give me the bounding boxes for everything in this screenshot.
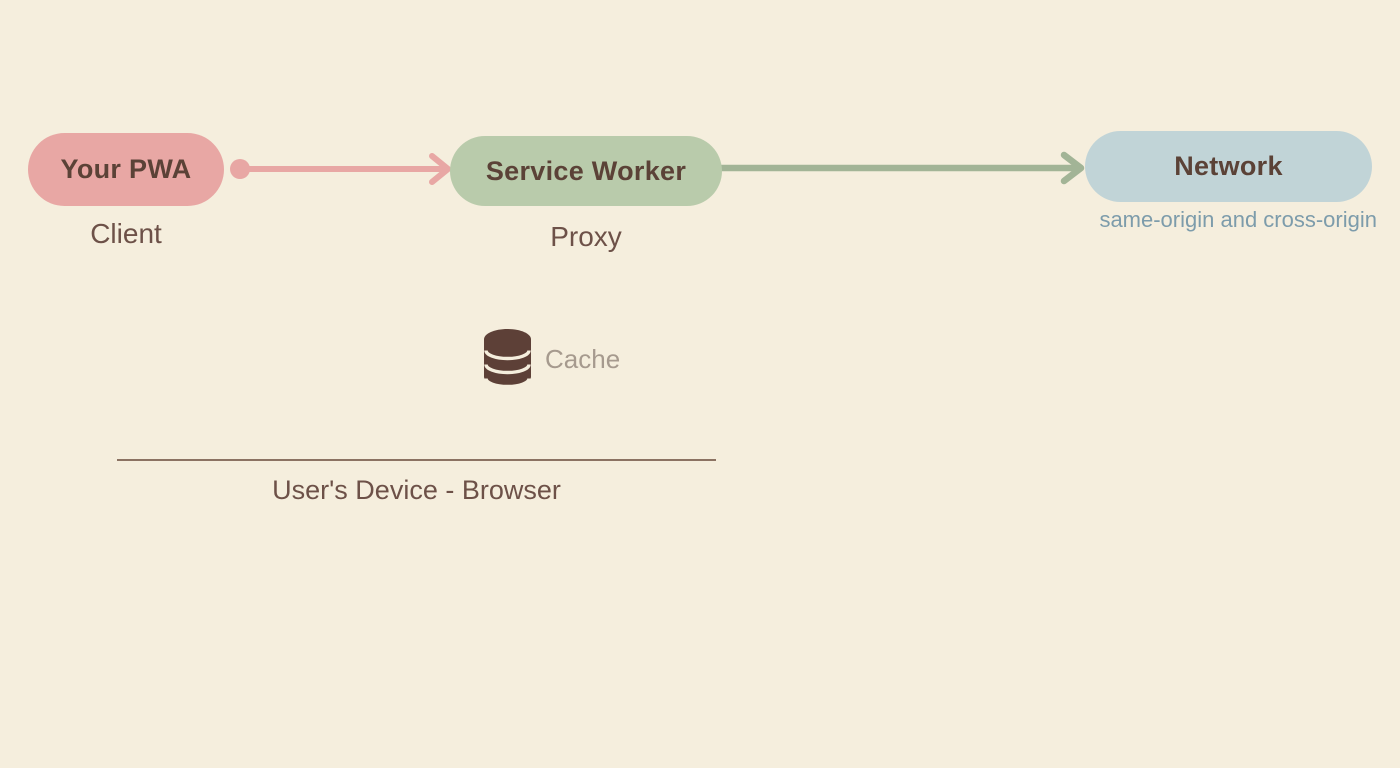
node-network-label: Network: [1174, 151, 1283, 181]
cache-label: Cache: [545, 344, 621, 374]
node-your-pwa-label: Your PWA: [60, 154, 192, 184]
device-boundary-line: [117, 459, 716, 461]
edge-service-worker-to-network-arrow: [718, 151, 1085, 185]
edge-pwa-to-service-worker-arrow: [230, 153, 451, 185]
node-network: Network: [1085, 131, 1372, 202]
proxy-sublabel: Proxy: [550, 221, 622, 252]
node-service-worker-label: Service Worker: [485, 155, 687, 186]
device-boundary-label: User's Device - Browser: [272, 475, 561, 505]
node-service-worker: Service Worker: [450, 136, 722, 206]
database-icon: [484, 329, 531, 387]
client-sublabel: Client: [90, 218, 162, 249]
network-origin-sublabel: same-origin and cross-origin: [1099, 207, 1377, 232]
node-your-pwa: Your PWA: [28, 133, 224, 206]
